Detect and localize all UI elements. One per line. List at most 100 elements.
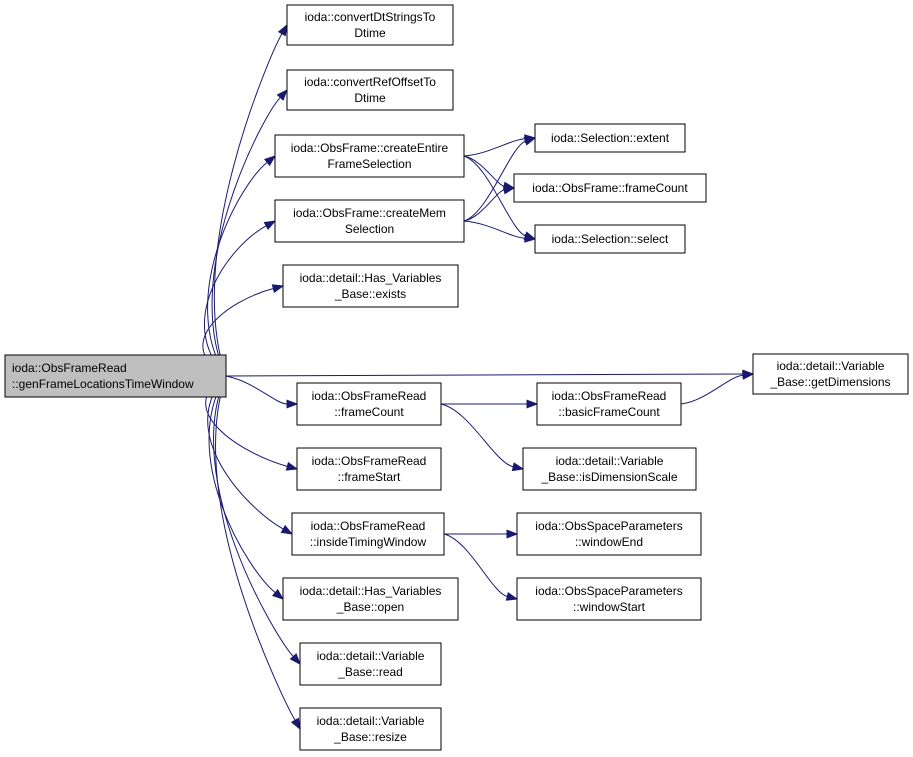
node-windowEnd[interactable]: ioda::ObsSpaceParameters::windowEnd [516, 512, 702, 556]
arrowhead-icon [280, 524, 294, 535]
node-createEntire[interactable]: ioda::ObsFrame::createEntireFrameSelecti… [274, 134, 465, 178]
node-box [4, 354, 227, 398]
node-label-line: ::genFrameLocationsTimeWindow [12, 377, 194, 391]
node-label-line: ioda::detail::Variable [317, 649, 425, 663]
nodes-layer: ioda::ObsFrameRead::genFrameLocationsTim… [4, 4, 909, 751]
node-box [516, 577, 702, 621]
edge-frameCount-to-isDimScale [440, 403, 525, 472]
edge-root-to-read [213, 375, 301, 666]
edge-line [215, 375, 296, 721]
edge-line [463, 155, 526, 237]
edge-line [463, 140, 526, 222]
node-label-line: ::frameCount [334, 405, 404, 419]
arrowhead-icon [524, 233, 537, 243]
node-label-line: ::insideTimingWindow [310, 535, 427, 549]
node-box [752, 353, 909, 395]
edge-root-to-convertDt [213, 23, 288, 377]
edge-root-to-open [208, 375, 285, 600]
edge-root-to-frameCount [225, 375, 299, 409]
node-box [522, 447, 697, 491]
node-exists[interactable]: ioda::detail::Has_Variables_Base::exists [282, 264, 459, 308]
node-box [534, 123, 686, 153]
edge-createMem-to-extent [463, 137, 537, 222]
node-label-line: ioda::ObsFrameRead [312, 454, 427, 468]
edge-root-to-createEntire [207, 155, 277, 377]
edge-line [680, 374, 744, 405]
arrowhead-icon [285, 461, 299, 471]
node-box [286, 4, 454, 46]
node-label-line: ioda::ObsFrameRead [552, 389, 667, 403]
edge-line [225, 373, 744, 377]
node-insideTiming[interactable]: ioda::ObsFrameRead::insideTimingWindow [291, 512, 445, 556]
node-label-line: ioda::detail::Variable [556, 454, 664, 468]
arrowhead-icon [506, 529, 519, 539]
node-label-line: _Base::getDimensions [769, 375, 890, 389]
arrowhead-icon [277, 23, 288, 37]
arrowhead-icon [290, 717, 301, 731]
edge-line [225, 375, 288, 405]
node-label-line: Dtime [354, 91, 386, 105]
node-box [282, 264, 459, 308]
edge-createMem-to-select [463, 220, 537, 243]
arrowhead-icon [286, 399, 299, 409]
node-obsFrameCount[interactable]: ioda::ObsFrame::frameCount [513, 173, 707, 203]
node-resize[interactable]: ioda::detail::Variable_Base::resize [299, 707, 442, 751]
node-label-line: ioda::ObsSpaceParameters [535, 584, 682, 598]
node-frameCount[interactable]: ioda::ObsFrameRead::frameCount [296, 382, 442, 426]
node-label-line: ioda::ObsFrameRead [312, 389, 427, 403]
node-open[interactable]: ioda::detail::Has_Variables_Base::open [282, 577, 459, 621]
node-select[interactable]: ioda::Selection::select [534, 224, 686, 254]
arrowhead-icon [742, 370, 755, 380]
node-label-line: _Base::exists [334, 287, 406, 301]
arrowhead-icon [523, 137, 537, 146]
arrowhead-icon [502, 185, 516, 195]
arrowhead-icon [263, 220, 277, 231]
edge-root-to-insideTiming [207, 375, 294, 535]
edge-root-to-resize [215, 375, 301, 731]
node-label-line: ::frameStart [338, 470, 401, 484]
node-isDimScale[interactable]: ioda::detail::Variable_Base::isDimension… [522, 447, 697, 491]
node-label-line: ioda::detail::Variable [317, 714, 425, 728]
edge-line [443, 533, 508, 598]
node-box [282, 577, 459, 621]
edge-basicFrameCount-to-getDims [680, 370, 755, 405]
node-root[interactable]: ioda::ObsFrameRead::genFrameLocationsTim… [4, 354, 227, 398]
edge-line [208, 375, 276, 594]
edges-layer [202, 23, 755, 731]
edge-line [463, 155, 505, 187]
node-label-line: FrameSelection [327, 157, 411, 171]
node-box [299, 707, 442, 751]
edge-line [463, 220, 526, 239]
edge-createEntire-to-obsFrameCount [463, 155, 516, 191]
node-extent[interactable]: ioda::Selection::extent [534, 123, 686, 153]
node-box [274, 199, 465, 243]
node-label-line: ::windowEnd [575, 535, 643, 549]
edge-line [440, 403, 514, 468]
arrowhead-icon [276, 88, 288, 101]
node-label-line: ioda::ObsFrame::frameCount [532, 181, 688, 195]
node-box [291, 512, 445, 556]
node-box [296, 382, 442, 426]
node-basicFrameCount[interactable]: ioda::ObsFrameRead::basicFrameCount [536, 382, 682, 426]
node-label-line: ioda::convertRefOffsetTo [304, 75, 436, 89]
node-box [513, 173, 707, 203]
node-box [274, 134, 465, 178]
node-box [534, 224, 686, 254]
node-frameStart[interactable]: ioda::ObsFrameRead::frameStart [296, 447, 442, 491]
arrowhead-icon [272, 588, 285, 600]
arrowhead-icon [271, 284, 285, 294]
node-read[interactable]: ioda::detail::Variable_Base::read [299, 642, 442, 686]
node-getDims[interactable]: ioda::detail::Variable_Base::getDimensio… [752, 353, 909, 395]
node-windowStart[interactable]: ioda::ObsSpaceParameters::windowStart [516, 577, 702, 621]
node-label-line: ioda::ObsSpaceParameters [535, 519, 682, 533]
arrowhead-icon [505, 592, 519, 601]
node-box [536, 382, 682, 426]
node-label-line: ioda::Selection::select [552, 232, 669, 246]
arrowhead-icon [289, 653, 301, 666]
node-label-line: ::basicFrameCount [558, 405, 660, 419]
node-label-line: ioda::detail::Has_Variables [300, 271, 442, 285]
